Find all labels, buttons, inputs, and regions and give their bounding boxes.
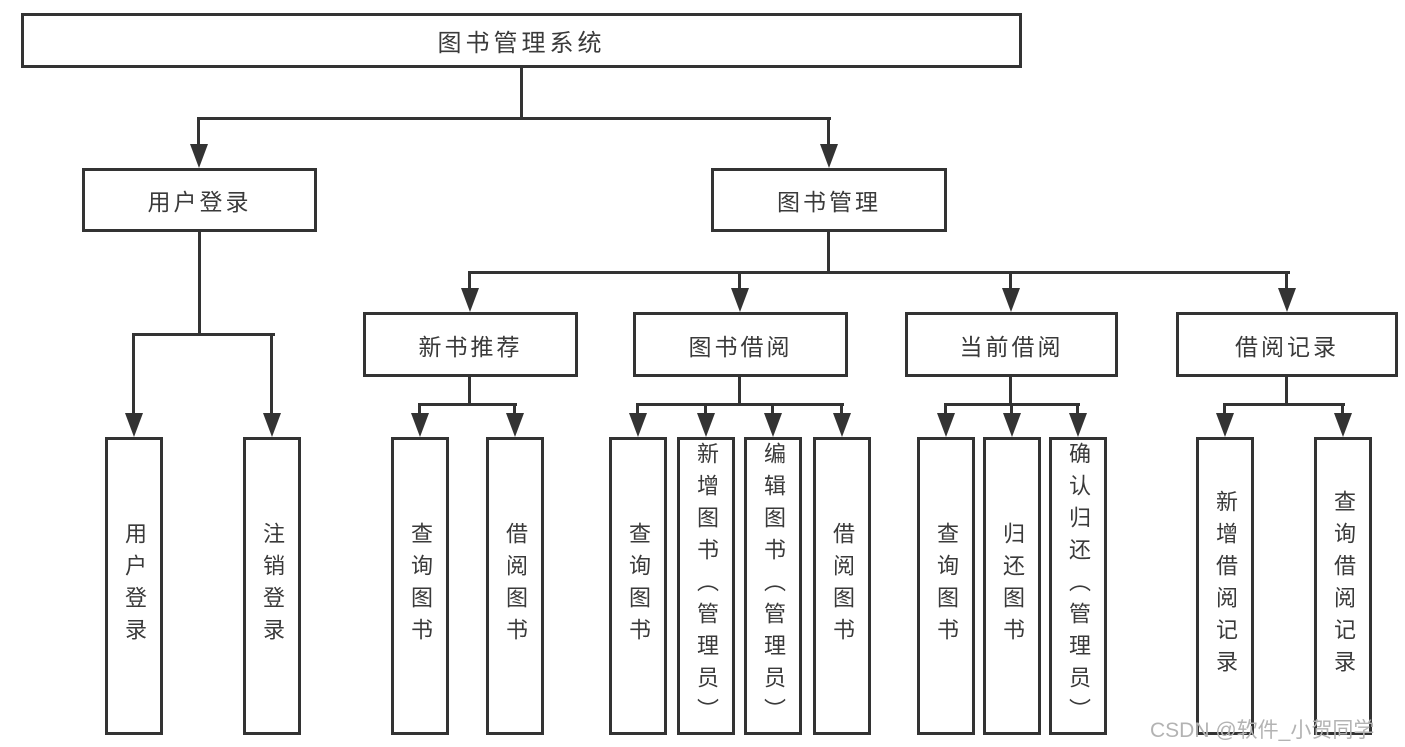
csdn-watermark: CSDN @软件_小贺同学 [1150, 719, 1375, 742]
arrow-to-leaf-current-return [1003, 403, 1021, 437]
arrow-to-leaf-newbook-query [411, 403, 429, 437]
leaf-current-confirm-return-admin-label: 确认归还（管理员） [1066, 442, 1091, 730]
leaf-record-add-label: 新增借阅记录 [1213, 490, 1238, 682]
leaf-newbook-borrow-books-label: 借阅图书 [503, 522, 528, 650]
arrow-to-leaf-borrow-borrow [833, 403, 851, 437]
connector-current-borrow-drop [1009, 377, 1012, 405]
arrow-to-leaf-borrow-add [697, 403, 715, 437]
arrow-to-leaf-record-add [1216, 403, 1234, 437]
leaf-user-login: 用户登录 [105, 437, 163, 735]
node-current-borrow-label: 当前借阅 [959, 333, 1064, 360]
arrow-to-current-borrow [1002, 271, 1020, 312]
leaf-newbook-query-books-label: 查询图书 [408, 522, 433, 650]
leaf-newbook-query-books: 查询图书 [391, 437, 449, 735]
connector-book-management-drop [827, 232, 830, 274]
leaf-borrow-edit-books-admin: 编辑图书（管理员） [744, 437, 802, 735]
leaf-record-query: 查询借阅记录 [1314, 437, 1372, 735]
connector-user-login-drop [198, 232, 201, 336]
connector-borrow-record-rail [1224, 403, 1345, 406]
arrow-to-book-borrow [731, 271, 749, 312]
connector-new-book-rail [419, 403, 517, 406]
leaf-current-return-books: 归还图书 [983, 437, 1041, 735]
arrow-to-leaf-current-confirm [1069, 403, 1087, 437]
node-new-book-recommend-label: 新书推荐 [418, 333, 523, 360]
connector-book-borrow-rail [637, 403, 844, 406]
node-root-label: 图书管理系统 [437, 30, 606, 57]
node-new-book-recommend: 新书推荐 [363, 312, 578, 377]
leaf-record-add: 新增借阅记录 [1196, 437, 1254, 735]
leaf-logout: 注销登录 [243, 437, 301, 735]
leaf-newbook-borrow-books: 借阅图书 [486, 437, 544, 735]
arrow-to-leaf-borrow-edit [764, 403, 782, 437]
connector-book-borrow-drop [738, 377, 741, 405]
leaf-current-query-books: 查询图书 [917, 437, 975, 735]
leaf-borrow-query-books: 查询图书 [609, 437, 667, 735]
node-book-management: 图书管理 [711, 168, 947, 232]
leaf-borrow-borrow-books: 借阅图书 [813, 437, 871, 735]
leaf-current-return-books-label: 归还图书 [1000, 522, 1025, 650]
arrow-to-leaf-record-query [1334, 403, 1352, 437]
connector-borrow-record-drop [1285, 377, 1288, 405]
arrow-to-borrow-record [1278, 271, 1296, 312]
node-current-borrow: 当前借阅 [905, 312, 1118, 377]
leaf-borrow-borrow-books-label: 借阅图书 [830, 522, 855, 650]
leaf-borrow-add-books-admin-label: 新增图书（管理员） [694, 442, 719, 730]
node-user-login-label: 用户登录 [147, 189, 252, 215]
node-borrow-record: 借阅记录 [1176, 312, 1398, 377]
arrow-to-leaf-borrow-query [629, 403, 647, 437]
node-root: 图书管理系统 [21, 13, 1022, 68]
connector-new-book-drop [468, 377, 471, 405]
node-book-management-label: 图书管理 [777, 189, 881, 215]
arrow-to-new-book-recommend [461, 271, 479, 312]
connector-book-management-rail [469, 271, 1290, 274]
arrow-to-leaf-newbook-borrow [506, 403, 524, 437]
node-book-borrow-label: 图书借阅 [688, 333, 793, 360]
arrow-to-user-login [190, 117, 208, 168]
leaf-borrow-edit-books-admin-label: 编辑图书（管理员） [761, 442, 786, 730]
leaf-logout-label: 注销登录 [260, 522, 285, 650]
arrow-to-leaf-logout [263, 333, 281, 437]
connector-user-login-rail [132, 333, 275, 336]
leaf-current-query-books-label: 查询图书 [934, 522, 959, 650]
connector-root-rail [198, 117, 831, 120]
leaf-borrow-query-books-label: 查询图书 [626, 522, 651, 650]
connector-root-drop [520, 68, 523, 120]
node-book-borrow: 图书借阅 [633, 312, 848, 377]
arrow-to-book-management [820, 117, 838, 168]
arrow-to-leaf-current-query [937, 403, 955, 437]
arrow-to-leaf-user-login [125, 333, 143, 437]
leaf-user-login-label: 用户登录 [122, 522, 147, 650]
leaf-current-confirm-return-admin: 确认归还（管理员） [1049, 437, 1107, 735]
leaf-record-query-label: 查询借阅记录 [1331, 490, 1356, 682]
node-borrow-record-label: 借阅记录 [1235, 333, 1339, 360]
node-user-login: 用户登录 [82, 168, 317, 232]
leaf-borrow-add-books-admin: 新增图书（管理员） [677, 437, 735, 735]
